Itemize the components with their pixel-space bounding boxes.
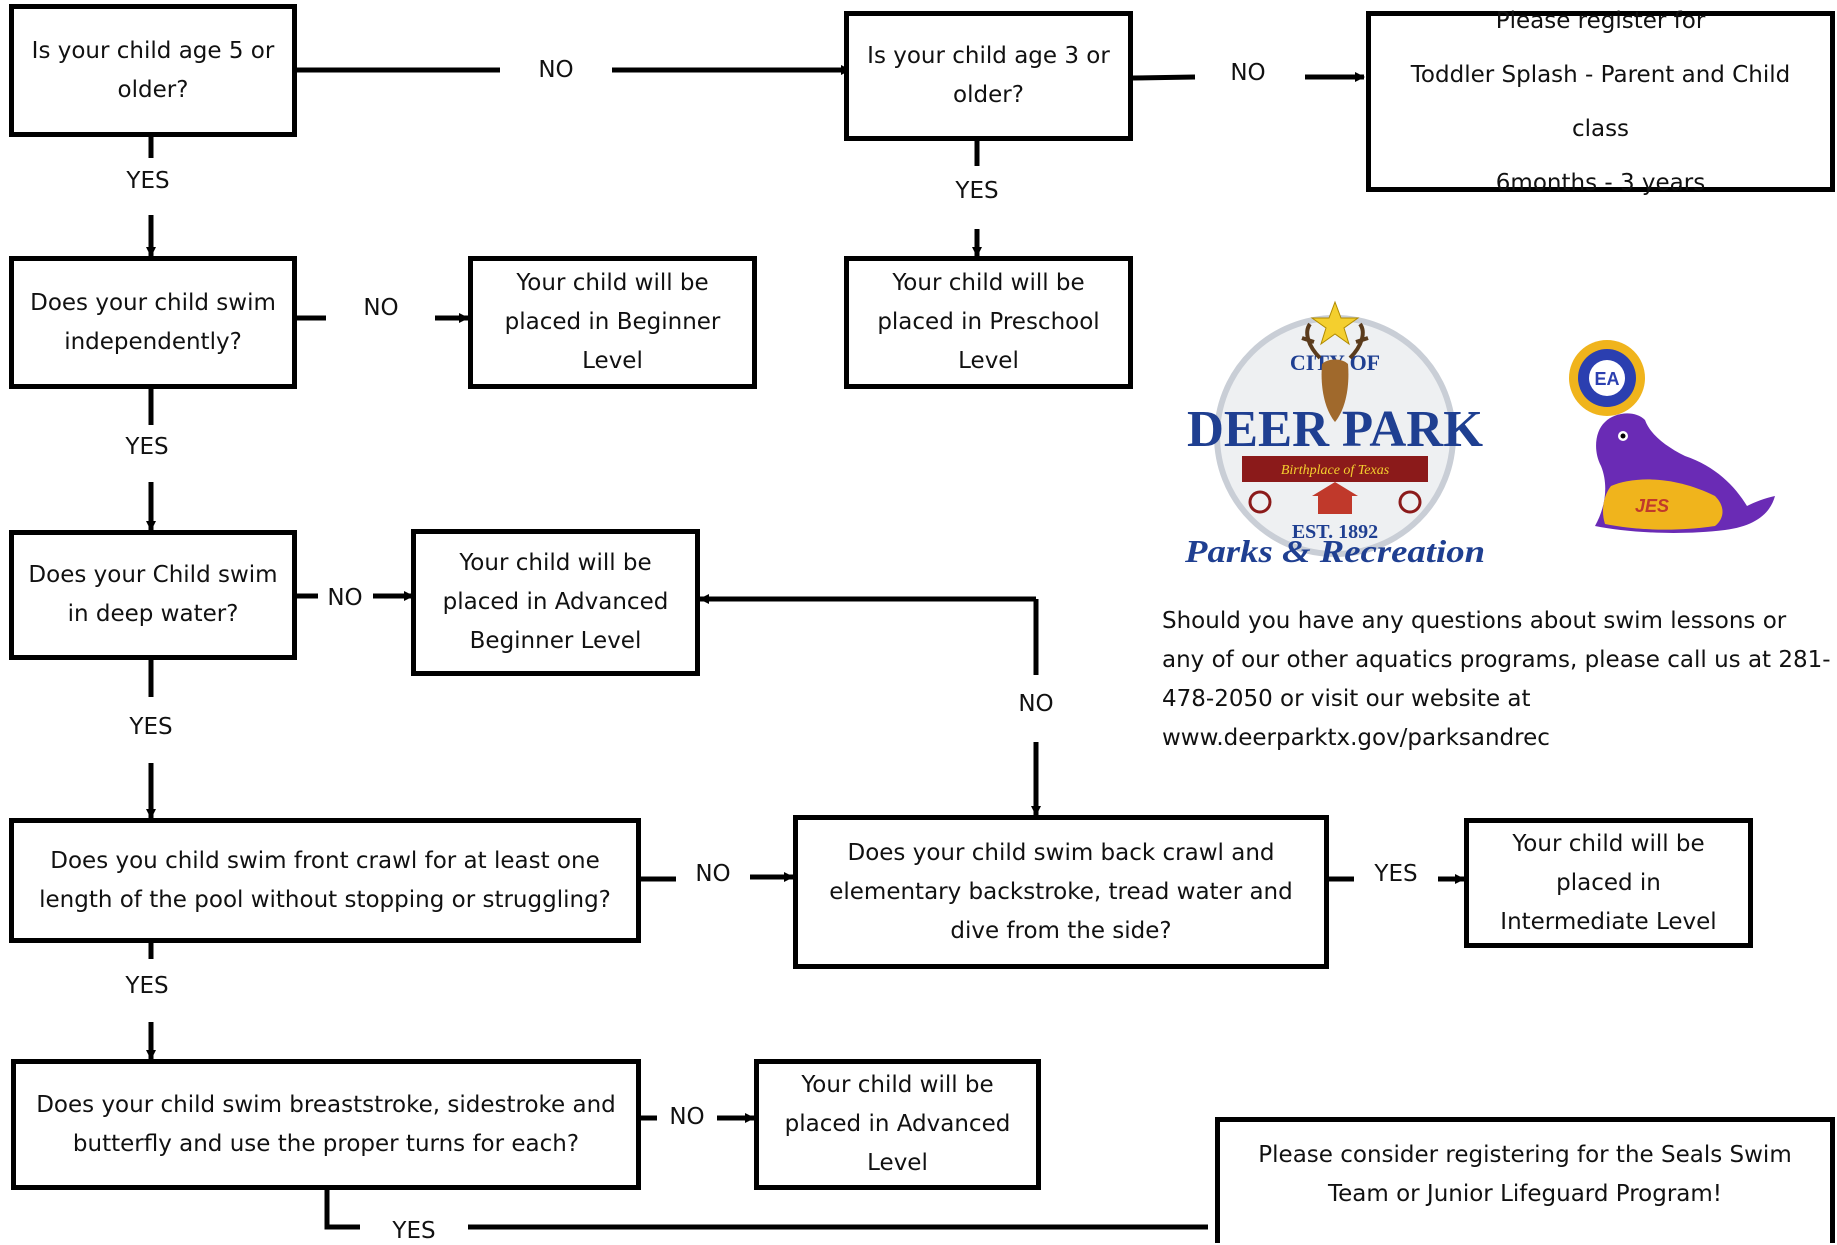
label-no-age3: NO (1230, 59, 1266, 87)
question-back-crawl-text: Does your child swim back crawl and elem… (829, 839, 1293, 944)
result-advanced-beginner-level-text: Your child will be placed in Advanced Be… (442, 550, 669, 654)
label-yes-back-crawl: YES (1374, 860, 1418, 888)
logo-ea-initials: EA (1594, 369, 1619, 389)
label-yes-independently: YES (125, 433, 169, 461)
question-deep-water-text: Does your Child swim in deep water? (28, 562, 278, 627)
label-yes-age5: YES (126, 167, 170, 195)
result-beginner-level-text: Your child will be placed in Beginner Le… (504, 270, 721, 374)
result-advanced-beginner-level: Your child will be placed in Advanced Be… (411, 529, 700, 676)
question-age-3: Is your child age 3 or older? (844, 11, 1133, 141)
question-swim-independently: Does your child swim independently? (9, 256, 297, 389)
result-advanced-level-text: Your child will be placed in Advanced Le… (784, 1072, 1011, 1176)
logo-jes-badge: JES (1635, 496, 1669, 516)
star-icon (1310, 300, 1360, 346)
result-advanced-level: Your child will be placed in Advanced Le… (754, 1059, 1041, 1190)
toddler-line-3: 6months - 3 years (1495, 169, 1706, 196)
question-front-crawl-text: Does you child swim front crawl for at l… (39, 847, 611, 913)
question-swim-independently-text: Does your child swim independently? (30, 289, 276, 355)
result-preschool-level-text: Your child will be placed in Preschool L… (877, 270, 1100, 374)
jeff-ellis-ball-icon: EA (1569, 340, 1645, 416)
label-no-deep: NO (327, 584, 363, 612)
toddler-line-1: Please register for (1495, 7, 1706, 34)
label-no-independently: NO (363, 294, 399, 322)
question-deep-water: Does your Child swim in deep water? (9, 530, 297, 660)
wagon-wheel-icon (1248, 490, 1422, 514)
label-no-breaststroke: NO (669, 1103, 705, 1131)
question-age-3-text: Is your child age 3 or older? (867, 43, 1110, 108)
label-no-back-crawl: NO (1018, 690, 1054, 718)
label-yes-age3: YES (955, 177, 999, 205)
label-yes-front-crawl: YES (125, 972, 169, 1000)
result-intermediate-level-text: Your child will be placed in Intermediat… (1500, 830, 1717, 935)
result-swim-team-text: Please consider registering for the Seal… (1258, 1142, 1792, 1207)
result-swim-team: Please consider registering for the Seal… (1215, 1117, 1835, 1243)
logo-name-text: DEER PARK (1187, 401, 1484, 458)
label-no-age5: NO (538, 56, 574, 84)
question-age-5-text: Is your child age 5 or older? (31, 37, 275, 103)
connector-breast-yes (324, 1190, 360, 1230)
logo-est-text: EST. 1892 (1292, 521, 1378, 543)
jeff-ellis-seal-logo: EA JES (1569, 340, 1775, 533)
label-yes-deep: YES (129, 713, 173, 741)
logo-sub-text: Parks & Recreation (1184, 533, 1485, 566)
question-breaststroke: Does your child swim breaststroke, sides… (11, 1059, 641, 1190)
question-back-crawl: Does your child swim back crawl and elem… (793, 815, 1329, 969)
result-intermediate-level: Your child will be placed in Intermediat… (1464, 818, 1753, 948)
cabin-icon (1312, 482, 1358, 514)
question-age-5: Is your child age 5 or older? (9, 4, 297, 137)
deer-park-parks-recreation-logo: CITY OF DEER PARK Birthplace of Texas ES… (1184, 300, 1485, 566)
deer-head-icon (1301, 322, 1369, 422)
seal-mascot-icon: JES (1595, 413, 1775, 533)
question-breaststroke-text: Does your child swim breaststroke, sides… (36, 1091, 616, 1157)
label-yes-breaststroke: YES (392, 1217, 436, 1245)
question-front-crawl: Does you child swim front crawl for at l… (9, 818, 641, 943)
toddler-line-2: Toddler Splash - Parent and Child class (1410, 61, 1791, 142)
contact-info-text: Should you have any questions about swim… (1162, 608, 1831, 751)
label-no-front-crawl: NO (695, 860, 731, 888)
result-toddler-splash: Please register for Toddler Splash - Par… (1366, 8, 1835, 196)
connector-age3-no (1132, 74, 1196, 81)
logo-ribbon-text: Birthplace of Texas (1281, 463, 1390, 478)
result-beginner-level: Your child will be placed in Beginner Le… (468, 256, 757, 389)
result-preschool-level: Your child will be placed in Preschool L… (844, 256, 1133, 389)
